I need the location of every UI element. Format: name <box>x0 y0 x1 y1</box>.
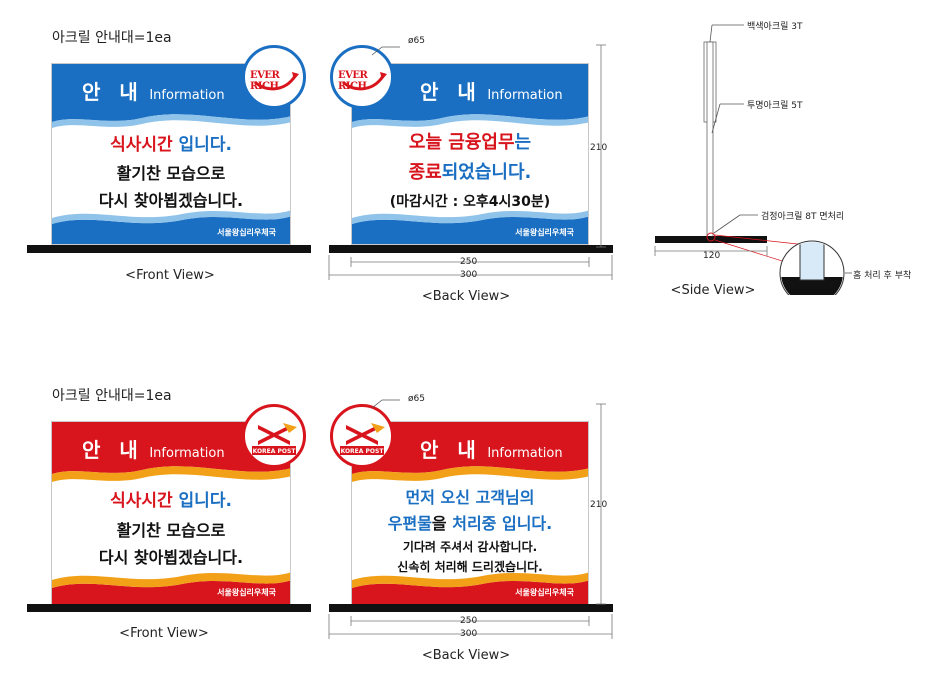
top-back-base <box>329 245 613 253</box>
top-back-dim-outer: 300 <box>460 270 478 280</box>
bottom-back-line4: 신속히 처리해 드리겠습니다. <box>397 560 543 574</box>
bottom-back-sign-background <box>352 422 588 604</box>
side-dim-width: 120 <box>703 251 721 261</box>
bottom-back-caption: <Back View> <box>421 648 511 663</box>
top-front-line3: 다시 찾아뵙겠습니다. <box>98 191 244 210</box>
bottom-front-caption: <Front View> <box>119 626 209 641</box>
top-back-dimension-lines <box>328 44 613 280</box>
side-label-detail: 홈 처리 후 부착 <box>853 271 912 281</box>
top-front-base <box>27 245 311 253</box>
top-back-caption: <Back View> <box>421 289 511 304</box>
bottom-back-line2: 우편물을 처리중 입니다. <box>387 514 553 533</box>
bottom-back-dim-outer: 300 <box>460 629 478 639</box>
top-front-line1: 식사시간 입니다. <box>110 135 232 155</box>
top-back-header: 안 내 Information <box>420 80 563 104</box>
header-info: Information <box>149 88 225 103</box>
korea-post-emblem-back-icon <box>340 423 385 455</box>
section-title-bottom: 아크릴 안내대=1ea <box>52 388 172 404</box>
bottom-front-base <box>27 604 311 612</box>
bottom-front-header: 안 내 Information <box>82 438 225 462</box>
top-back-line1: 오늘 금융업무는 <box>408 132 532 153</box>
bottom-back-line1: 먼저 오신 고객님의 <box>405 488 535 507</box>
top-back-footer: 서울왕십리우체국 <box>515 228 574 237</box>
side-label-top: 백색아크릴 3T <box>747 22 803 32</box>
korea-post-logo-text: KOREA POST <box>252 448 296 455</box>
top-back-sign: 안 내 Information 오늘 금융업무는 종료되었습니다. (마감시간 … <box>351 63 589 245</box>
bottom-back-dim-inner: 250 <box>460 616 478 626</box>
top-front-caption: <Front View> <box>125 268 215 283</box>
ever-rich-swoosh-icon <box>253 72 299 91</box>
top-front-header: 안 내 Information <box>82 76 225 105</box>
bottom-front-line3: 다시 찾아뵙겠습니다. <box>98 548 244 567</box>
korea-post-logo-icon: KOREA POST <box>242 404 306 468</box>
ever-rich-swoosh-back-icon <box>341 72 387 91</box>
bottom-back-base <box>329 604 613 612</box>
top-front-footer: 서울왕십리우체국 <box>217 228 276 237</box>
top-front-sign-background <box>52 64 290 244</box>
section-title-top: 아크릴 안내대=1ea <box>52 30 172 46</box>
bottom-front-line1: 식사시간 입니다. <box>110 491 232 511</box>
ever-rich-logo-icon: EVER RICH <box>242 45 306 109</box>
side-label-mid: 투명아크릴 5T <box>747 101 803 111</box>
bottom-back-dim-circle: ø65 <box>408 394 425 404</box>
top-front-line2: 활기찬 모습으로 <box>116 164 226 183</box>
bottom-back-footer: 서울왕십리우체국 <box>515 588 574 597</box>
bottom-front-sign-background <box>52 422 290 604</box>
ever-rich-logo-back-icon: EVER RICH <box>330 45 394 109</box>
bottom-back-dim-height: 210 <box>590 500 608 510</box>
top-back-dim-circle: ø65 <box>408 36 425 46</box>
bottom-back-line3: 기다려 주셔서 감사합니다. <box>402 540 538 554</box>
top-back-sign-background <box>352 64 588 244</box>
side-view-drawing <box>654 24 852 295</box>
top-back-dim-height: 210 <box>590 143 608 153</box>
side-label-base: 검정아크릴 8T 면처리 <box>761 212 845 222</box>
top-back-line3: (마감시간 : 오후4시30분) <box>389 194 551 210</box>
header-word: 안 내 <box>82 80 144 104</box>
top-back-line2: 종료되었습니다. <box>408 162 532 183</box>
bottom-front-footer: 서울왕십리우체국 <box>217 588 276 597</box>
bottom-back-header: 안 내 Information <box>420 438 563 462</box>
bottom-back-dimension-lines <box>328 399 613 639</box>
bottom-back-sign: 안 내 Information 먼저 오신 고객님의 우편물을 처리중 입니다.… <box>351 421 589 605</box>
top-back-dim-inner: 250 <box>460 257 478 267</box>
korea-post-emblem-icon <box>252 423 297 455</box>
ever-rich-logo-text: EVER RICH <box>250 70 280 92</box>
korea-post-logo-back-icon: KOREA POST <box>330 404 394 468</box>
bottom-front-line2: 활기찬 모습으로 <box>116 521 226 540</box>
side-view-caption: <Side View> <box>670 283 756 298</box>
